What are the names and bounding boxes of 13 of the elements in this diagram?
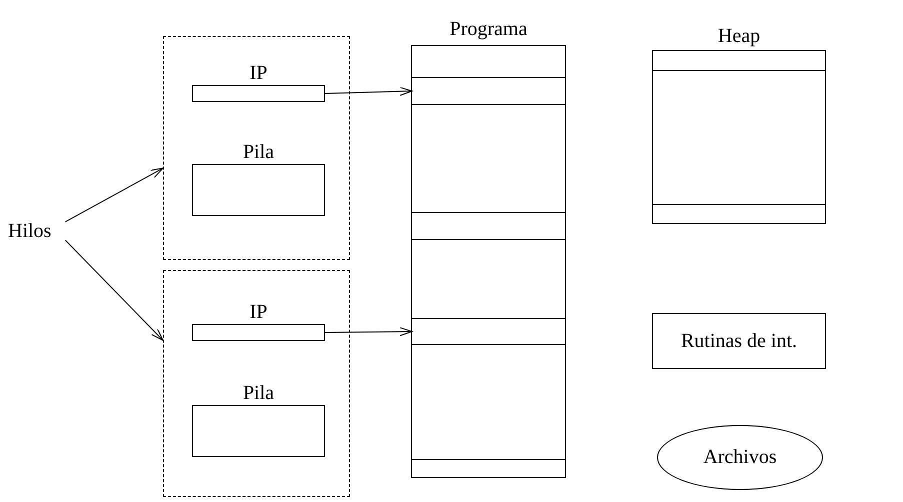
box-heading: Programa	[448, 17, 528, 41]
memory-region-box: Rutinas de int.	[652, 313, 826, 369]
arrow	[324, 86, 412, 96]
box-heading: Pila	[242, 381, 276, 405]
box-heading: IP	[248, 61, 268, 85]
arrow	[64, 168, 164, 222]
node-label: Hilos	[8, 220, 52, 242]
arrow	[64, 240, 164, 341]
box-heading: IP	[248, 300, 268, 324]
arrow	[324, 327, 412, 336]
file-ellipse: Archivos	[657, 425, 823, 490]
box-heading: Heap	[716, 24, 762, 48]
box-heading: Pila	[242, 140, 276, 164]
